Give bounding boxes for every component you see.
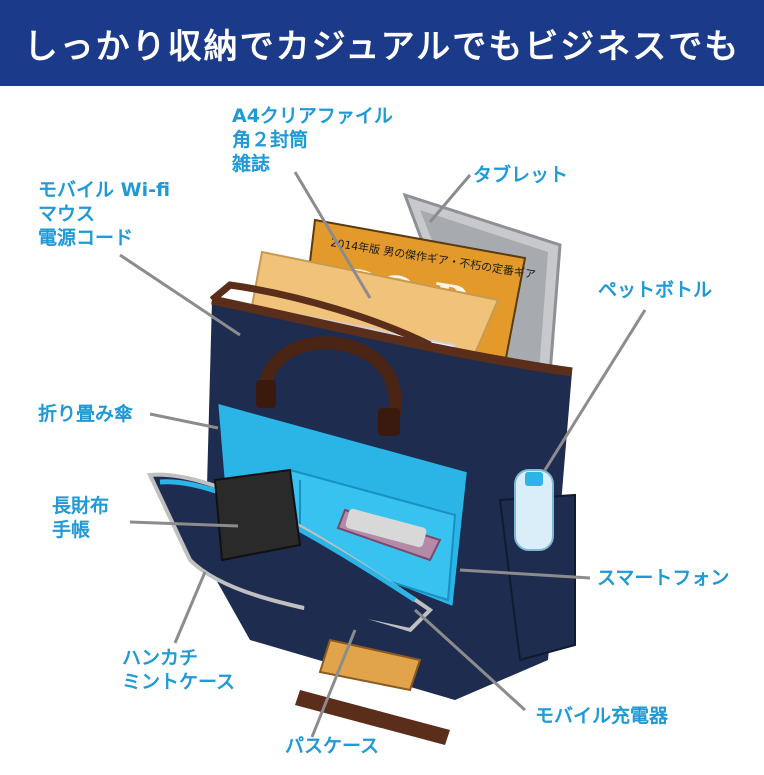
label-charger: モバイル充電器 (535, 705, 669, 727)
smartphone-item (336, 508, 442, 562)
label-pet-bottle: ペットボトル (598, 279, 713, 301)
label-umbrella: 折り畳み傘 (38, 403, 134, 425)
label-pass-case: パスケース (285, 735, 380, 757)
label-handkerchief: ハンカチ ミントケース (122, 647, 236, 693)
label-mobile-wifi: モバイル Wi-fi マウス 電源コード (38, 179, 171, 249)
bag-handle (258, 336, 402, 435)
wallet-item (213, 468, 302, 562)
label-smartphone: スマートフォン (597, 567, 730, 589)
header-banner: しっかり収納でカジュアルでもビジネスでも (0, 0, 764, 86)
label-wallet: 長財布 手帳 (52, 495, 110, 541)
label-a4-file: A4クリアファイル 角２封筒 雑誌 (232, 105, 393, 175)
label-tablet: タブレット (473, 164, 569, 186)
header-title: しっかり収納でカジュアルでもビジネスでも (23, 26, 741, 67)
bottle-item (498, 469, 576, 662)
bag-rim (211, 295, 573, 377)
leader-lines (119, 171, 647, 738)
